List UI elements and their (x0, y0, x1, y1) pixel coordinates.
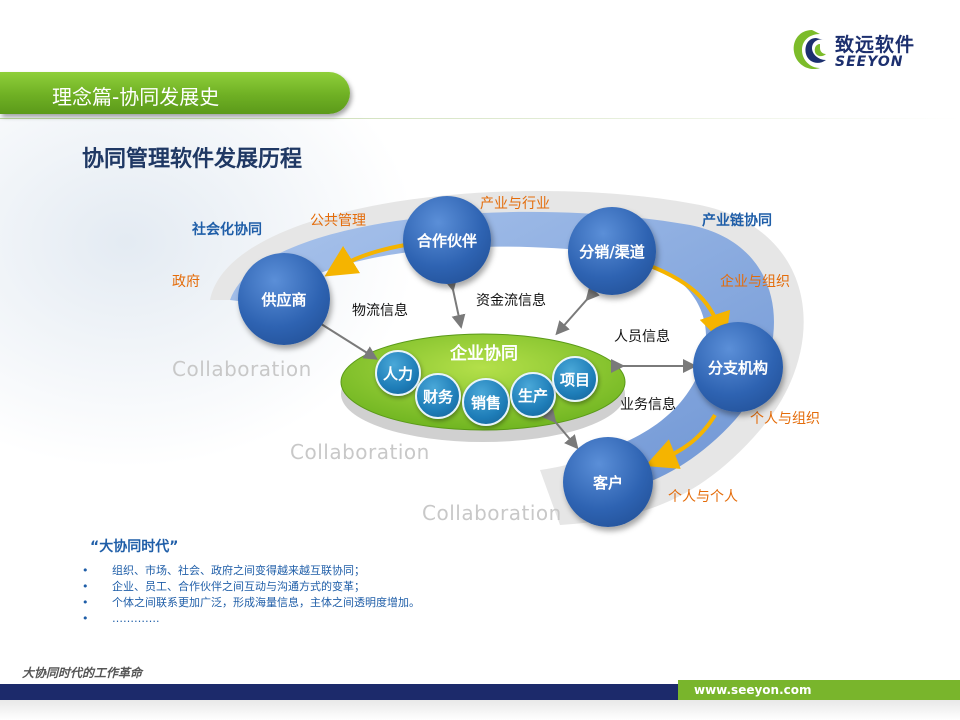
label-person-person: 个人与个人 (668, 489, 738, 505)
arrow-to-customer (645, 413, 717, 469)
connector-distribution (555, 286, 600, 336)
module-finance-label: 财务 (422, 387, 453, 406)
module-finance: 财务 (415, 373, 461, 419)
bullet-text: 企业、员工、合作伙伴之间互动与沟通方式的变革； (112, 580, 365, 593)
bullet-item: • …………. (82, 611, 420, 627)
bullet-dot: • (82, 564, 89, 577)
label-business-info: 业务信息 (620, 397, 676, 413)
enterprise-title: 企业协同 (450, 344, 518, 364)
bullet-list: • 组织、市场、社会、政府之间变得越来越互联协同； • 企业、员工、合作伙伴之间互动… (82, 563, 420, 627)
footer-fade (0, 700, 960, 720)
label-social-collab: 社会化协同 (192, 222, 262, 238)
blue-arc-band (230, 211, 774, 495)
node-supplier-label: 供应商 (261, 290, 307, 309)
label-person-org: 个人与组织 (750, 411, 820, 427)
bullet-text: …………. (112, 612, 160, 625)
label-chain-collab: 产业链协同 (702, 213, 772, 229)
label-enterprise-org: 企业与组织 (720, 274, 790, 290)
connector-customer (542, 408, 579, 450)
node-customer-label: 客户 (592, 473, 623, 492)
module-production-label: 生产 (517, 386, 548, 405)
bullet-item: • 个体之间联系更加广泛，形成海量信息，主体之间透明度增加。 (82, 595, 420, 611)
bullet-item: • 企业、员工、合作伙伴之间互动与沟通方式的变革； (82, 579, 420, 595)
node-distribution-label: 分销/渠道 (579, 242, 645, 261)
bullet-item: • 组织、市场、社会、政府之间变得越来越互联协同； (82, 563, 420, 579)
node-distribution: 分销/渠道 (568, 207, 656, 295)
bullet-text: 个体之间联系更加广泛，形成海量信息，主体之间透明度增加。 (112, 596, 420, 609)
title-divider (0, 118, 960, 119)
node-partner-label: 合作伙伴 (416, 231, 477, 250)
section-title-bar: 理念篇-协同发展史 (0, 72, 350, 114)
node-branch-label: 分支机构 (707, 358, 768, 377)
node-supplier: 供应商 (238, 253, 330, 345)
bullet-dot: • (82, 612, 89, 625)
bullet-dot: • (82, 596, 89, 609)
collaboration-watermark-1: Collaboration (172, 357, 312, 381)
module-production: 生产 (510, 372, 556, 418)
section-title: 理念篇-协同发展史 (52, 85, 220, 109)
label-capital-info: 资金流信息 (476, 293, 546, 309)
seeyon-swirl-icon (793, 30, 826, 70)
module-project-label: 项目 (559, 370, 590, 389)
seeyon-logo: 致远软件 SEEYON (790, 26, 950, 78)
arrow-to-branch (639, 260, 731, 346)
module-sales-label: 销售 (470, 393, 501, 412)
connector-partner (443, 276, 466, 329)
module-project: 项目 (552, 356, 598, 402)
label-government: 政府 (172, 274, 200, 290)
connector-supplier (308, 312, 378, 360)
footer-url[interactable]: www.seeyon.com (694, 683, 812, 697)
module-hr-label: 人力 (382, 364, 413, 383)
page-heading: 协同管理软件发展历程 (82, 147, 303, 172)
label-industry: 产业与行业 (480, 196, 550, 212)
bullet-text: 组织、市场、社会、政府之间变得越来越互联协同； (112, 564, 365, 577)
footer-url-box: www.seeyon.com (678, 680, 960, 702)
module-hr: 人力 (375, 350, 421, 396)
node-partner: 合作伙伴 (403, 196, 491, 284)
era-quote: “大协同时代” (90, 539, 179, 555)
footer-tagline: 大协同时代的工作革命 (22, 666, 143, 680)
node-customer: 客户 (563, 437, 653, 527)
label-logistics-info: 物流信息 (352, 303, 408, 319)
node-branch: 分支机构 (693, 322, 783, 412)
label-public-mgmt: 公共管理 (310, 213, 366, 229)
bullet-dot: • (82, 580, 89, 593)
collaboration-watermark-3: Collaboration (422, 501, 562, 525)
logo-english-text: SEEYON (835, 54, 904, 70)
module-sales: 销售 (462, 378, 510, 426)
collaboration-watermark-2: Collaboration (290, 440, 430, 464)
label-personnel-info: 人员信息 (614, 329, 670, 345)
logo-chinese-text: 致远软件 (835, 34, 916, 56)
